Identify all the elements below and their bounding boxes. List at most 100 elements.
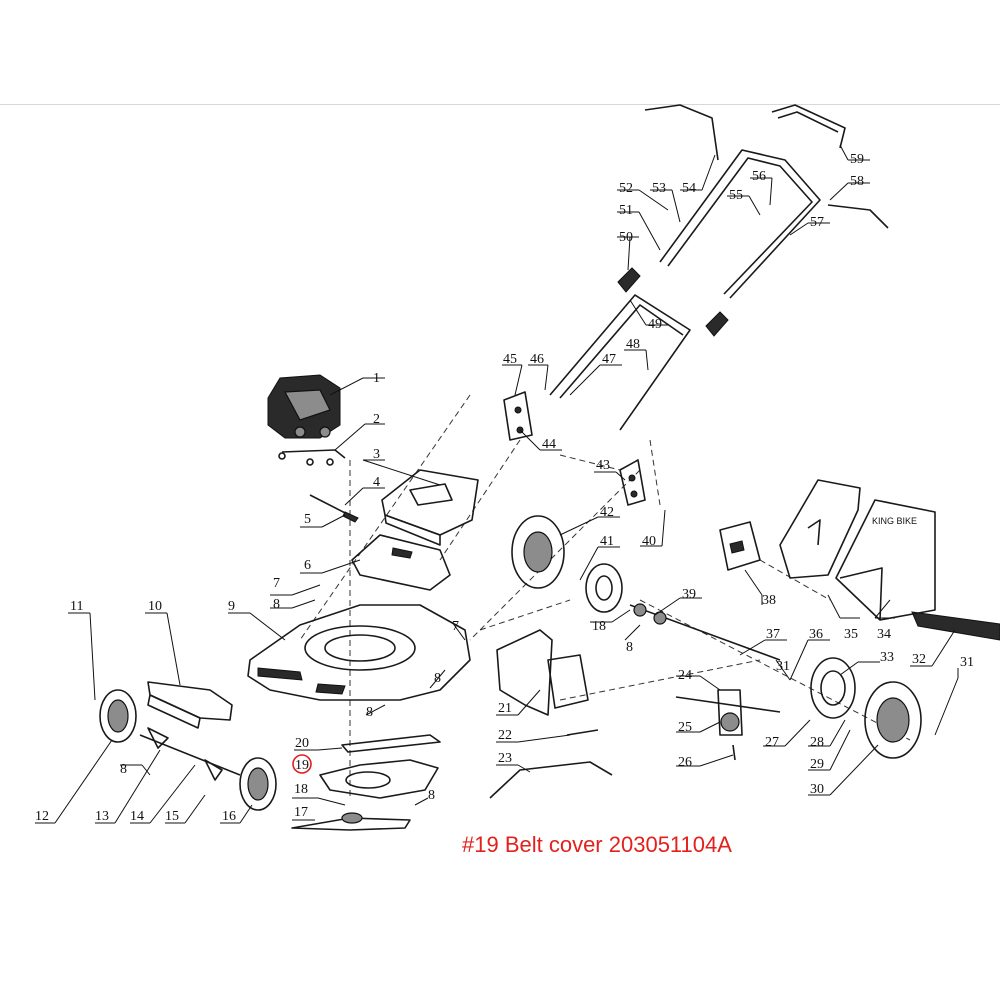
callout-33: 33 [880,650,894,665]
grass-catcher-part: KING BIKE [835,499,936,621]
callout-18a: 18 [294,782,308,797]
callout-17: 17 [294,805,308,820]
rear-axle-part [629,603,781,661]
callout-24: 24 [678,668,692,683]
callout-12: 12 [35,809,49,824]
front-right-wheel-part [239,757,277,811]
callout-55: 55 [729,188,743,203]
callout-36: 36 [809,627,823,642]
engine-shroud-part [351,534,451,591]
callout-48: 48 [626,337,640,352]
engine-part [267,374,341,439]
callout-1: 1 [373,371,380,386]
top-divider-line [0,104,1000,105]
engine-bolts-part [278,449,346,466]
control-rod-part [489,761,613,799]
callout-53: 53 [652,181,666,196]
callout-16: 16 [222,809,236,824]
handle-bracket-right-part [619,459,646,506]
callout-45: 45 [503,352,517,367]
callout-14: 14 [130,809,144,824]
callout-31b: 31 [776,659,790,674]
gearbox-bolt-part [732,744,736,761]
brand-mark: KING BIKE [872,516,917,526]
callout-8e: 8 [428,788,435,803]
callout-59: 59 [850,152,864,167]
callout-22: 22 [498,728,512,743]
drive-belt-part [341,734,441,753]
callout-3: 3 [373,447,380,462]
callout-38: 38 [762,593,776,608]
top-cover-part [381,469,479,546]
callout-18b: 18 [592,619,606,634]
callout-40: 40 [642,534,656,549]
callout-37: 37 [766,627,780,642]
callout-30: 30 [810,782,824,797]
gearbox-part [675,689,781,736]
callout-8f: 8 [626,640,633,655]
mulch-plug-part [719,521,761,571]
callout-42: 42 [600,505,614,520]
catcher-frame-part [779,479,861,579]
callout-labels: 1 2 3 4 5 6 7 7 8 8 8 8 8 8 9 10 11 12 [35,144,974,824]
callout-6: 6 [304,558,311,573]
callout-47: 47 [602,352,616,367]
callout-19: 19 [295,758,309,773]
callout-31a: 31 [960,655,974,670]
callout-8a: 8 [273,597,280,612]
callout-21: 21 [498,701,512,716]
upper-handle-part [659,149,821,299]
callout-7b: 7 [452,619,459,634]
callout-5: 5 [304,512,311,527]
cable-spring-part [309,494,359,523]
drive-cable-part [644,104,719,161]
part-caption: #19 Belt cover 203051104A [462,832,732,857]
front-axle-part [139,727,241,781]
callout-32: 32 [912,652,926,667]
callout-57: 57 [810,215,824,230]
control-bar-part [771,104,846,149]
lower-handle-part [549,294,691,431]
callout-51: 51 [619,203,633,218]
rear-left-wheel-part [810,657,856,719]
callout-56: 56 [752,169,766,184]
blade-part [291,812,411,831]
callout-49: 49 [648,317,662,332]
callout-20: 20 [295,736,309,751]
rear-right-wheel-part [864,681,922,759]
tension-spring-part [566,729,599,736]
callout-8c: 8 [366,705,373,720]
callout-54: 54 [682,181,696,196]
callout-28: 28 [810,735,824,750]
callout-58: 58 [850,174,864,189]
highlight-circle-19 [292,754,312,774]
callout-9: 9 [228,599,235,614]
callout-2: 2 [373,412,380,427]
callout-23: 23 [498,751,512,766]
wheel-hubcap-part [585,563,623,613]
callout-13: 13 [95,809,109,824]
callout-8d: 8 [120,762,127,777]
callout-4: 4 [373,475,380,490]
callout-39: 39 [682,587,696,602]
callout-27: 27 [765,735,779,750]
callout-11: 11 [70,599,83,614]
side-discharge-part [496,629,589,716]
callout-44: 44 [542,437,556,452]
callout-34: 34 [877,627,891,642]
handle-knob-part [617,267,729,337]
callout-41: 41 [600,534,614,549]
callout-35: 35 [844,627,858,642]
callout-15: 15 [165,809,179,824]
callout-8b: 8 [434,671,441,686]
throttle-cable-part [827,204,889,229]
belt-cover-part [319,759,439,799]
callout-7a: 7 [273,576,280,591]
front-left-wheel-part [99,689,137,743]
rear-wheel-assembly-part [511,515,565,589]
callout-26: 26 [678,755,692,770]
front-bumper-part [147,681,233,729]
mulch-plate-part [911,611,1000,641]
callout-50: 50 [619,230,633,245]
